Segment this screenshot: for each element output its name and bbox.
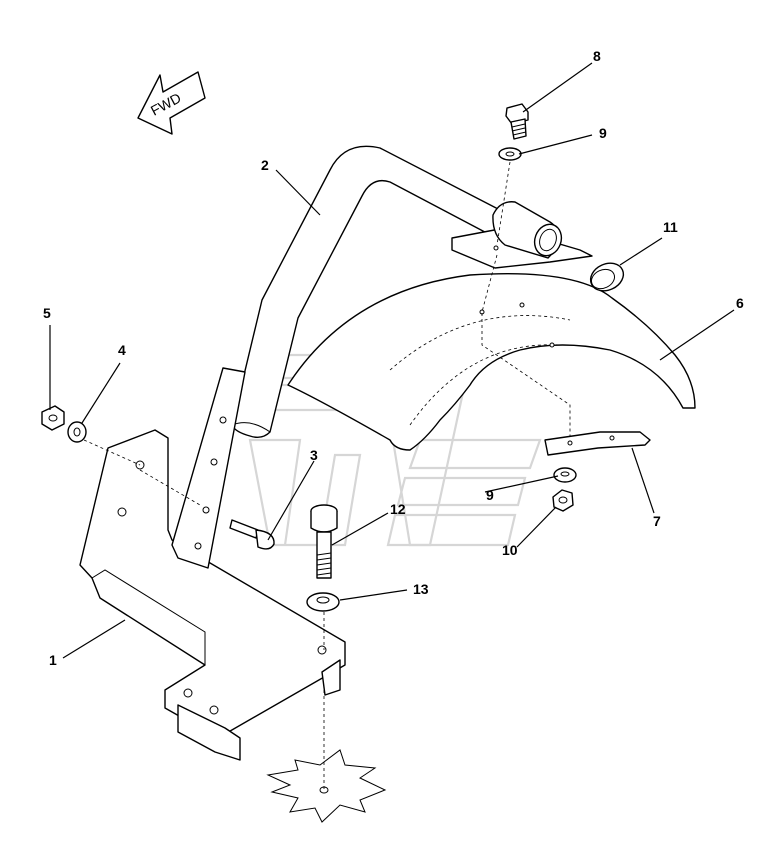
part-10-nut	[552, 489, 574, 512]
callout-9a: 9	[599, 125, 607, 141]
floor-mount-symbol	[266, 749, 387, 823]
callout-2: 2	[261, 157, 269, 173]
callout-4: 4	[118, 342, 126, 358]
part-13-washer	[306, 592, 340, 612]
handle-mount-bracket	[451, 201, 593, 269]
part-9-lower-washer	[553, 467, 577, 483]
handle-lower-plate	[171, 367, 246, 569]
callout-10: 10	[502, 542, 518, 558]
assembly-line-fender	[481, 254, 571, 440]
assembly-line-4	[83, 439, 141, 466]
leader-lines	[49, 62, 735, 659]
callout-12: 12	[390, 501, 406, 517]
part-4-washer	[67, 421, 87, 443]
callout-7: 7	[653, 513, 661, 529]
part-1-base-bracket	[79, 429, 346, 761]
part-8-bolt	[505, 103, 529, 140]
callout-9b: 9	[486, 487, 494, 503]
part-6-fender	[287, 273, 696, 451]
callout-13: 13	[413, 581, 429, 597]
callout-5: 5	[43, 305, 51, 321]
callout-8: 8	[593, 48, 601, 64]
callout-1: 1	[49, 652, 57, 668]
part-7-strip	[544, 431, 651, 456]
callout-6: 6	[736, 295, 744, 311]
callout-3: 3	[310, 447, 318, 463]
part-5-nut	[41, 405, 65, 431]
part-3-bolt	[229, 519, 275, 550]
callout-11: 11	[663, 219, 678, 235]
part-12-bolt	[310, 504, 338, 579]
assembly-line-8	[496, 161, 511, 246]
callout-labels: 1 2 3 4 5 6 7 8 9 9 10 11 12 13	[43, 48, 744, 668]
forward-direction-arrow: FWD	[137, 71, 206, 135]
part-9-upper-washer	[498, 147, 522, 161]
part-11-cap-plug	[589, 262, 625, 292]
